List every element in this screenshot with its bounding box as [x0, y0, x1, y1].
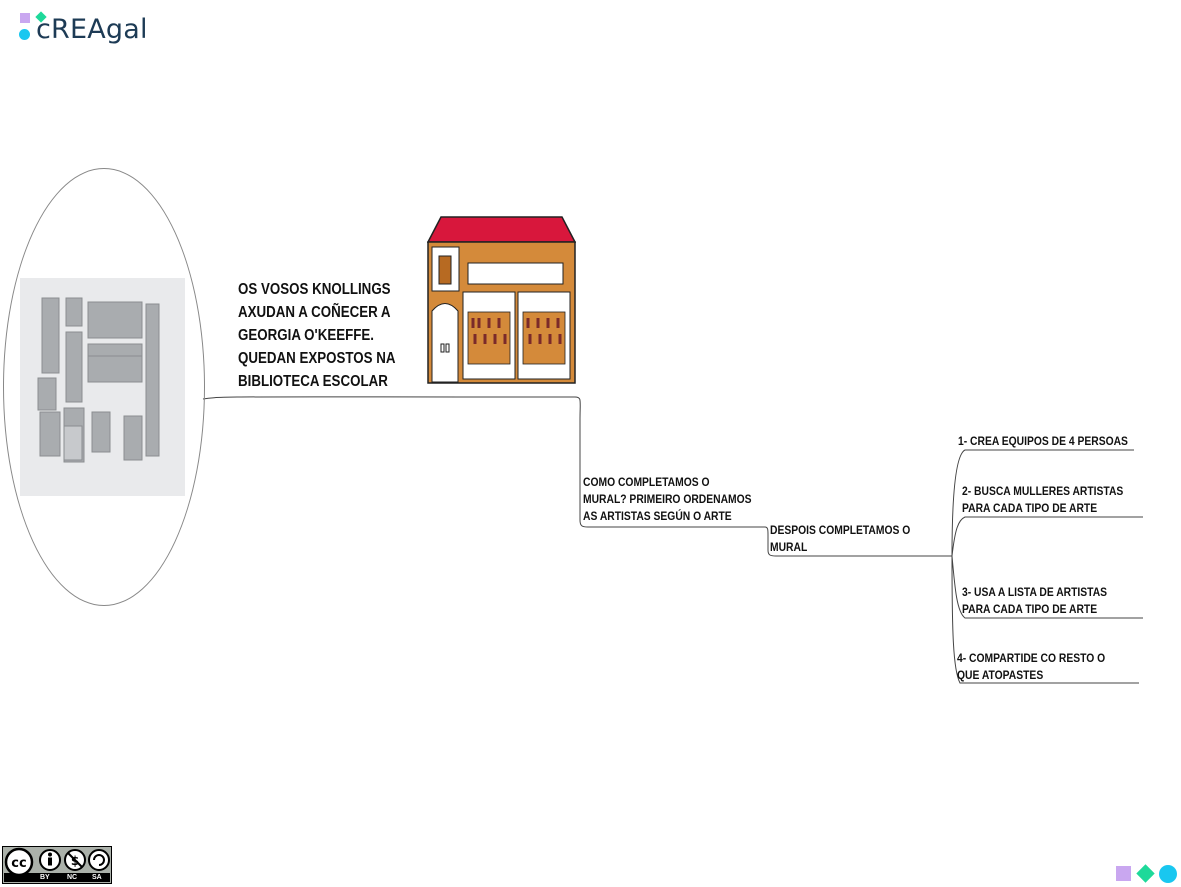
- step-3-text: 3- USA A LISTA DE ARTISTAS PARA CADA TIP…: [962, 585, 1108, 616]
- lego-bricks-icon: [37, 297, 160, 463]
- step-4-text: 4- COMPARTIDE CO RESTO O QUE ATOPASTES: [957, 651, 1106, 682]
- step-2-text: 2- BUSCA MULLERES ARTISTAS PARA CADA TIP…: [962, 484, 1124, 515]
- purple-square-icon: [1116, 866, 1131, 881]
- green-diamond-icon: [1136, 864, 1155, 883]
- creagal-logo: cREAgal: [18, 11, 158, 52]
- brand-dots: [1115, 864, 1179, 884]
- branch-2-text: DESPOIS COMPLETAMOS O MURAL: [770, 523, 911, 554]
- svg-text:cc: cc: [11, 856, 26, 871]
- cc-by-nc-sa-icon: cc $ BY NC SA: [2, 846, 112, 884]
- library-svg: [427, 216, 576, 384]
- logo-text: cREAgal: [36, 14, 148, 45]
- logo-dot-icon: [19, 29, 30, 40]
- library-building-icon: [427, 216, 576, 384]
- photo-frame: [3, 168, 205, 606]
- cyan-dot-icon: [1159, 865, 1177, 883]
- lego-knolling-photo: [20, 278, 185, 496]
- cc-license-svg: cc $: [2, 846, 112, 884]
- main-node-text: OS VOSOS KNOLLINGS AXUDAN A COÑECER A GE…: [238, 281, 396, 390]
- step-1-text: 1- CREA EQUIPOS DE 4 PERSOAS: [958, 434, 1128, 448]
- cc-nc-label: NC: [67, 874, 78, 881]
- branch-1-text: COMO COMPLETAMOS O MURAL? PRIMEIRO ORDEN…: [583, 475, 752, 523]
- cc-by-label: BY: [40, 874, 50, 881]
- logo-square-icon: [20, 13, 30, 23]
- cc-sa-label: SA: [92, 874, 102, 881]
